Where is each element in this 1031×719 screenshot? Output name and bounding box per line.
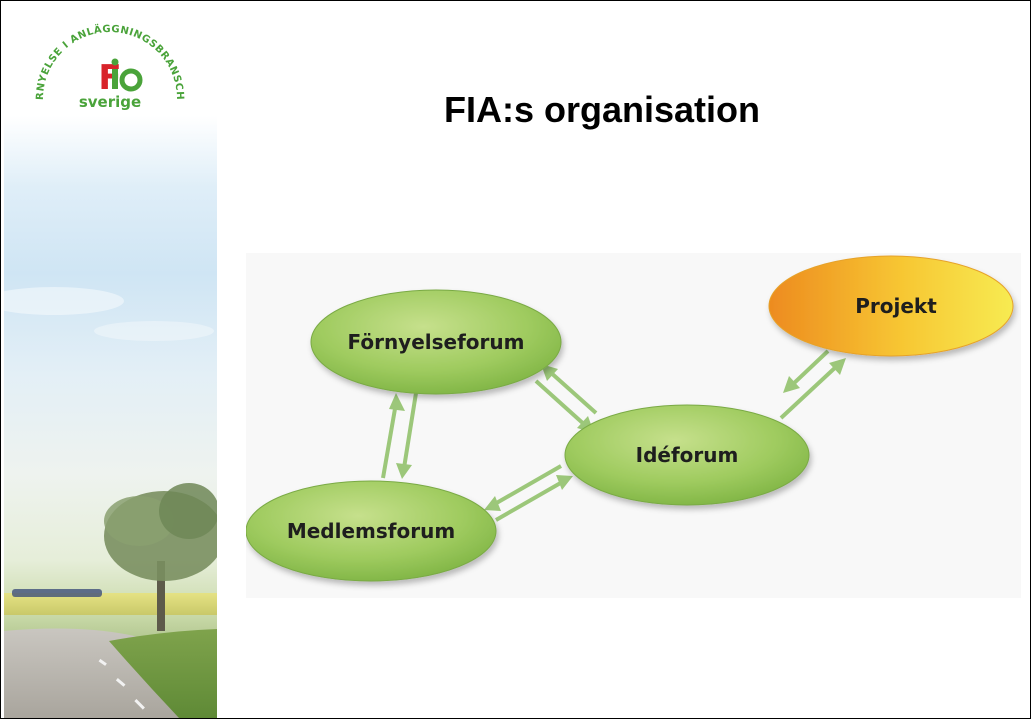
arrow-projekt-to-ide [789,349,830,388]
slide-title: FIA:s organisation [444,89,761,130]
arrow-medlem-to-ide [495,479,565,522]
node-fornyelseforum: Förnyelseforum [310,289,562,395]
train-icon [12,589,102,597]
arrow-ide-to-fornyelse [547,369,598,415]
node-label-projekt: Projekt [855,294,937,318]
arrow-fornyelse-to-ide [534,379,588,428]
node-projekt: Projekt [768,255,1014,357]
node-ideforum: Idéforum [564,404,810,506]
node-medlemsforum: Medlemsforum [246,480,497,582]
svg-text:sverige: sverige [79,93,141,111]
organisation-diagram: Förnyelseforum Idéforum Medlemsforum Pro… [246,253,1021,598]
arrow-ide-to-medlem [492,464,562,507]
landscape-illustration [4,287,217,718]
arrow-medlem-to-fornyelse [381,402,398,479]
fia-sverige-logo: FÖRNYELSE I ANLÄGGNINGSBRANSCHEN F sveri… [25,7,185,111]
sidebar-landscape-photo [4,1,217,718]
arrow-ide-to-projekt [779,363,840,420]
node-label-ideforum: Idéforum [636,443,739,467]
arrow-fornyelse-to-medlem [402,392,418,469]
svg-text:F: F [98,58,121,98]
tree-trunk [157,561,165,631]
node-label-fornyelseforum: Förnyelseforum [347,330,524,354]
arrows [381,349,846,522]
node-label-medlemsforum: Medlemsforum [287,519,455,543]
